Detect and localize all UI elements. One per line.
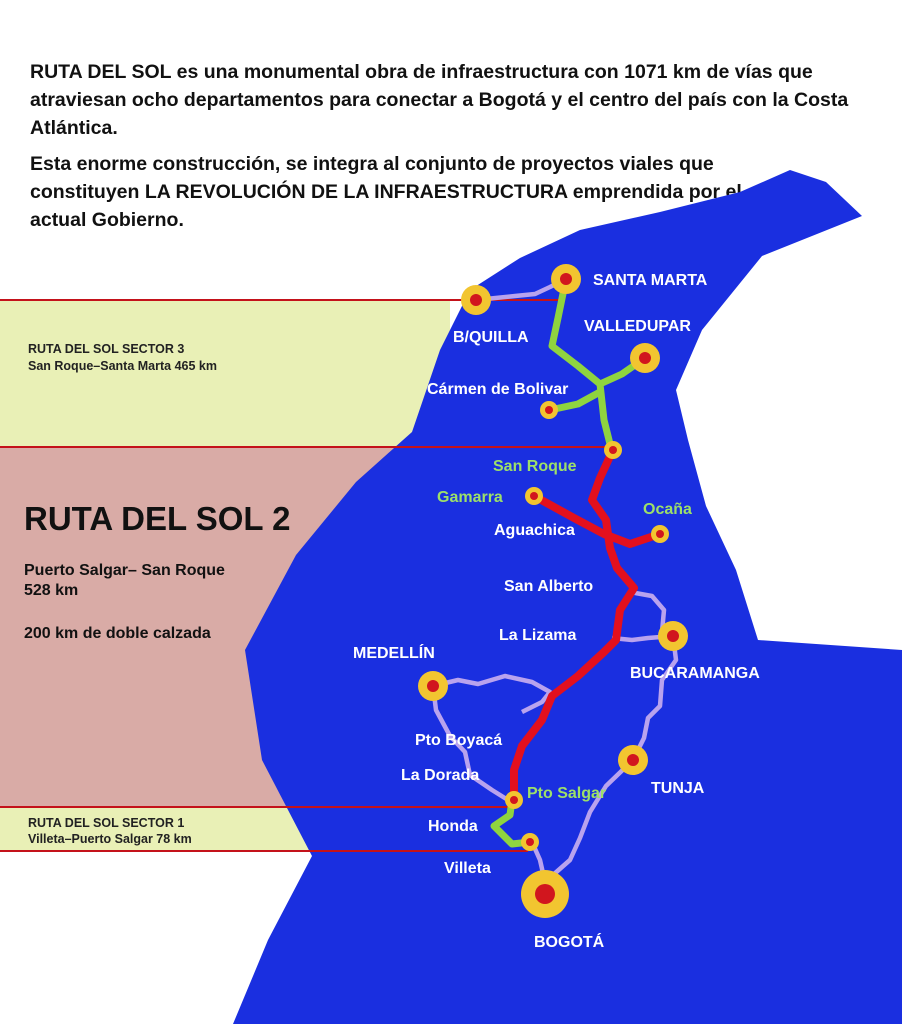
route-sector3-carmen	[546, 388, 604, 414]
sector3-detail: San Roque–Santa Marta 465 km	[28, 359, 217, 373]
label-bogota: BOGOTÁ	[534, 932, 605, 951]
road-tunja-bogota	[543, 758, 635, 884]
road-medellin-ptoboyaca	[432, 673, 553, 715]
marker-ocana[interactable]	[651, 525, 669, 543]
marker-medellin[interactable]	[418, 671, 448, 701]
label-valledupar: VALLEDUPAR	[584, 318, 691, 335]
marker-san-roque[interactable]	[604, 441, 622, 459]
label-carmen: Cármen de Bolivar	[427, 381, 568, 398]
marker-barranquilla[interactable]	[461, 285, 491, 315]
sector3-band	[0, 300, 450, 447]
label-bucaramanga: BUCARAMANGA	[630, 665, 760, 682]
label-villeta: Villeta	[444, 860, 491, 877]
label-honda: Honda	[428, 818, 478, 835]
territory-shape	[233, 170, 902, 1024]
label-la-lizama: La Lizama	[499, 627, 576, 644]
marker-valledupar[interactable]	[630, 343, 660, 373]
label-gamarra: Gamarra	[437, 489, 503, 506]
road-bucaramanga-tunja	[630, 635, 679, 762]
sector2-line1: Puerto Salgar– San Roque	[24, 562, 225, 579]
label-aguachica: Aguachica	[494, 522, 575, 539]
sector2-title: RUTA DEL SOL 2	[24, 500, 291, 537]
label-san-alberto: San Alberto	[504, 578, 593, 595]
sector2-line2: 528 km	[24, 582, 79, 599]
label-santa-marta: SANTA MARTA	[593, 272, 708, 289]
route-sector1	[490, 796, 534, 848]
road-medellin-honda	[430, 685, 510, 802]
route-sector2-gamarra-ocana	[530, 492, 664, 548]
intro-paragraph-2: Esta enorme construcción, se integra al …	[30, 150, 790, 234]
label-ocana: Ocaña	[643, 501, 692, 518]
label-barranquilla: B/QUILLA	[453, 329, 529, 346]
intro-paragraph-2-start: Esta enorme construcción, se integra al …	[30, 153, 714, 203]
intro-paragraph-1: RUTA DEL SOL es una monumental obra de i…	[30, 61, 849, 139]
marker-pto-salgar[interactable]	[505, 791, 523, 809]
marker-santa-marta[interactable]	[551, 264, 581, 294]
sector1-detail: Villeta–Puerto Salgar 78 km	[28, 832, 192, 846]
route-sector3-main	[548, 275, 616, 456]
marker-bogota[interactable]	[521, 870, 569, 918]
marker-bucaramanga[interactable]	[658, 621, 688, 651]
label-pto-salgar: Pto Salgar	[527, 785, 606, 802]
route-sector2-main	[510, 448, 638, 804]
intro-paragraph-2-end: emprendida por el actual Gobierno.	[30, 181, 742, 231]
marker-villeta[interactable]	[521, 833, 539, 851]
sector1-title: RUTA DEL SOL SECTOR 1	[28, 816, 185, 830]
label-la-dorada: La Dorada	[401, 767, 479, 784]
label-san-roque: San Roque	[493, 458, 577, 475]
label-medellin: MEDELLÍN	[353, 643, 435, 662]
marker-tunja[interactable]	[618, 745, 648, 775]
label-pto-boyaca: Pto Boyacá	[415, 732, 502, 749]
sector3-title: RUTA DEL SOL SECTOR 3	[28, 342, 185, 356]
marker-gamarra[interactable]	[525, 487, 543, 505]
label-tunja: TUNJA	[651, 780, 705, 797]
marker-carmen[interactable]	[540, 401, 558, 419]
intro-highlight: LA REVOLUCIÓN DE LA INFRAESTRUCTURA	[144, 181, 568, 203]
sector2-line3: 200 km de doble calzada	[24, 625, 211, 642]
